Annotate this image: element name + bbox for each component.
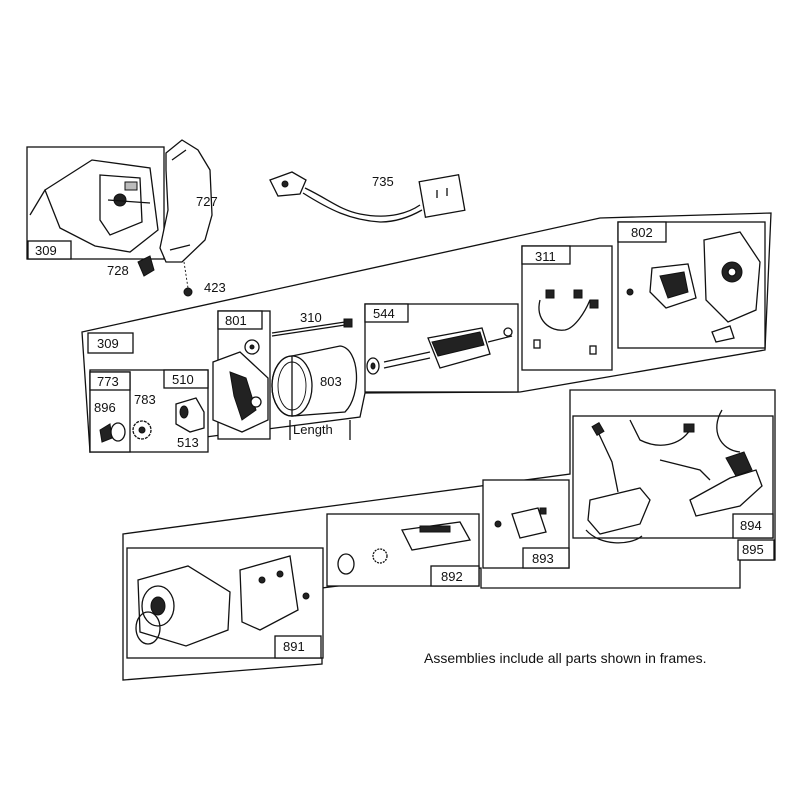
label-892: 892 [441,569,463,584]
electrical-band: 894 895 893 892 891 [122,389,776,681]
solenoid [401,521,472,551]
rectifier [511,507,547,539]
label-773: 773 [97,374,119,389]
frame-electrical-outer [122,389,776,681]
label-783: 783 [134,392,156,407]
cover-727 [159,139,213,263]
starter-motor-band: 309 773 510 896 783 513 801 310 [81,212,772,453]
label-894: 894 [740,518,762,533]
label-727: 727 [196,194,218,209]
label-510: 510 [172,372,194,387]
label-309-top: 309 [35,243,57,258]
label-310: 310 [300,310,322,325]
label-544: 544 [373,306,395,321]
label-891: 891 [283,639,305,654]
assemblies-note: Assemblies include all parts shown in fr… [424,650,706,666]
wiring-connector [689,469,763,517]
label-801: 801 [225,313,247,328]
plug-right [418,174,466,218]
clip-728 [137,255,155,277]
label-309-mid: 309 [97,336,119,351]
label-311: 311 [535,249,556,264]
label-length: Length [293,422,333,437]
label-728: 728 [107,263,129,278]
key-switch [587,487,651,535]
label-423: 423 [204,280,226,295]
label-802: 802 [631,225,653,240]
blower-housing-group: 309 727 728 423 [26,139,226,297]
label-735: 735 [372,174,394,189]
bracket-plate [239,555,299,631]
label-896: 896 [94,400,116,415]
power-cord-group: 735 [269,171,466,223]
label-803: 803 [320,374,342,389]
screw-423 [183,287,193,297]
label-893: 893 [532,551,554,566]
label-895: 895 [742,542,764,557]
label-513: 513 [177,435,199,450]
